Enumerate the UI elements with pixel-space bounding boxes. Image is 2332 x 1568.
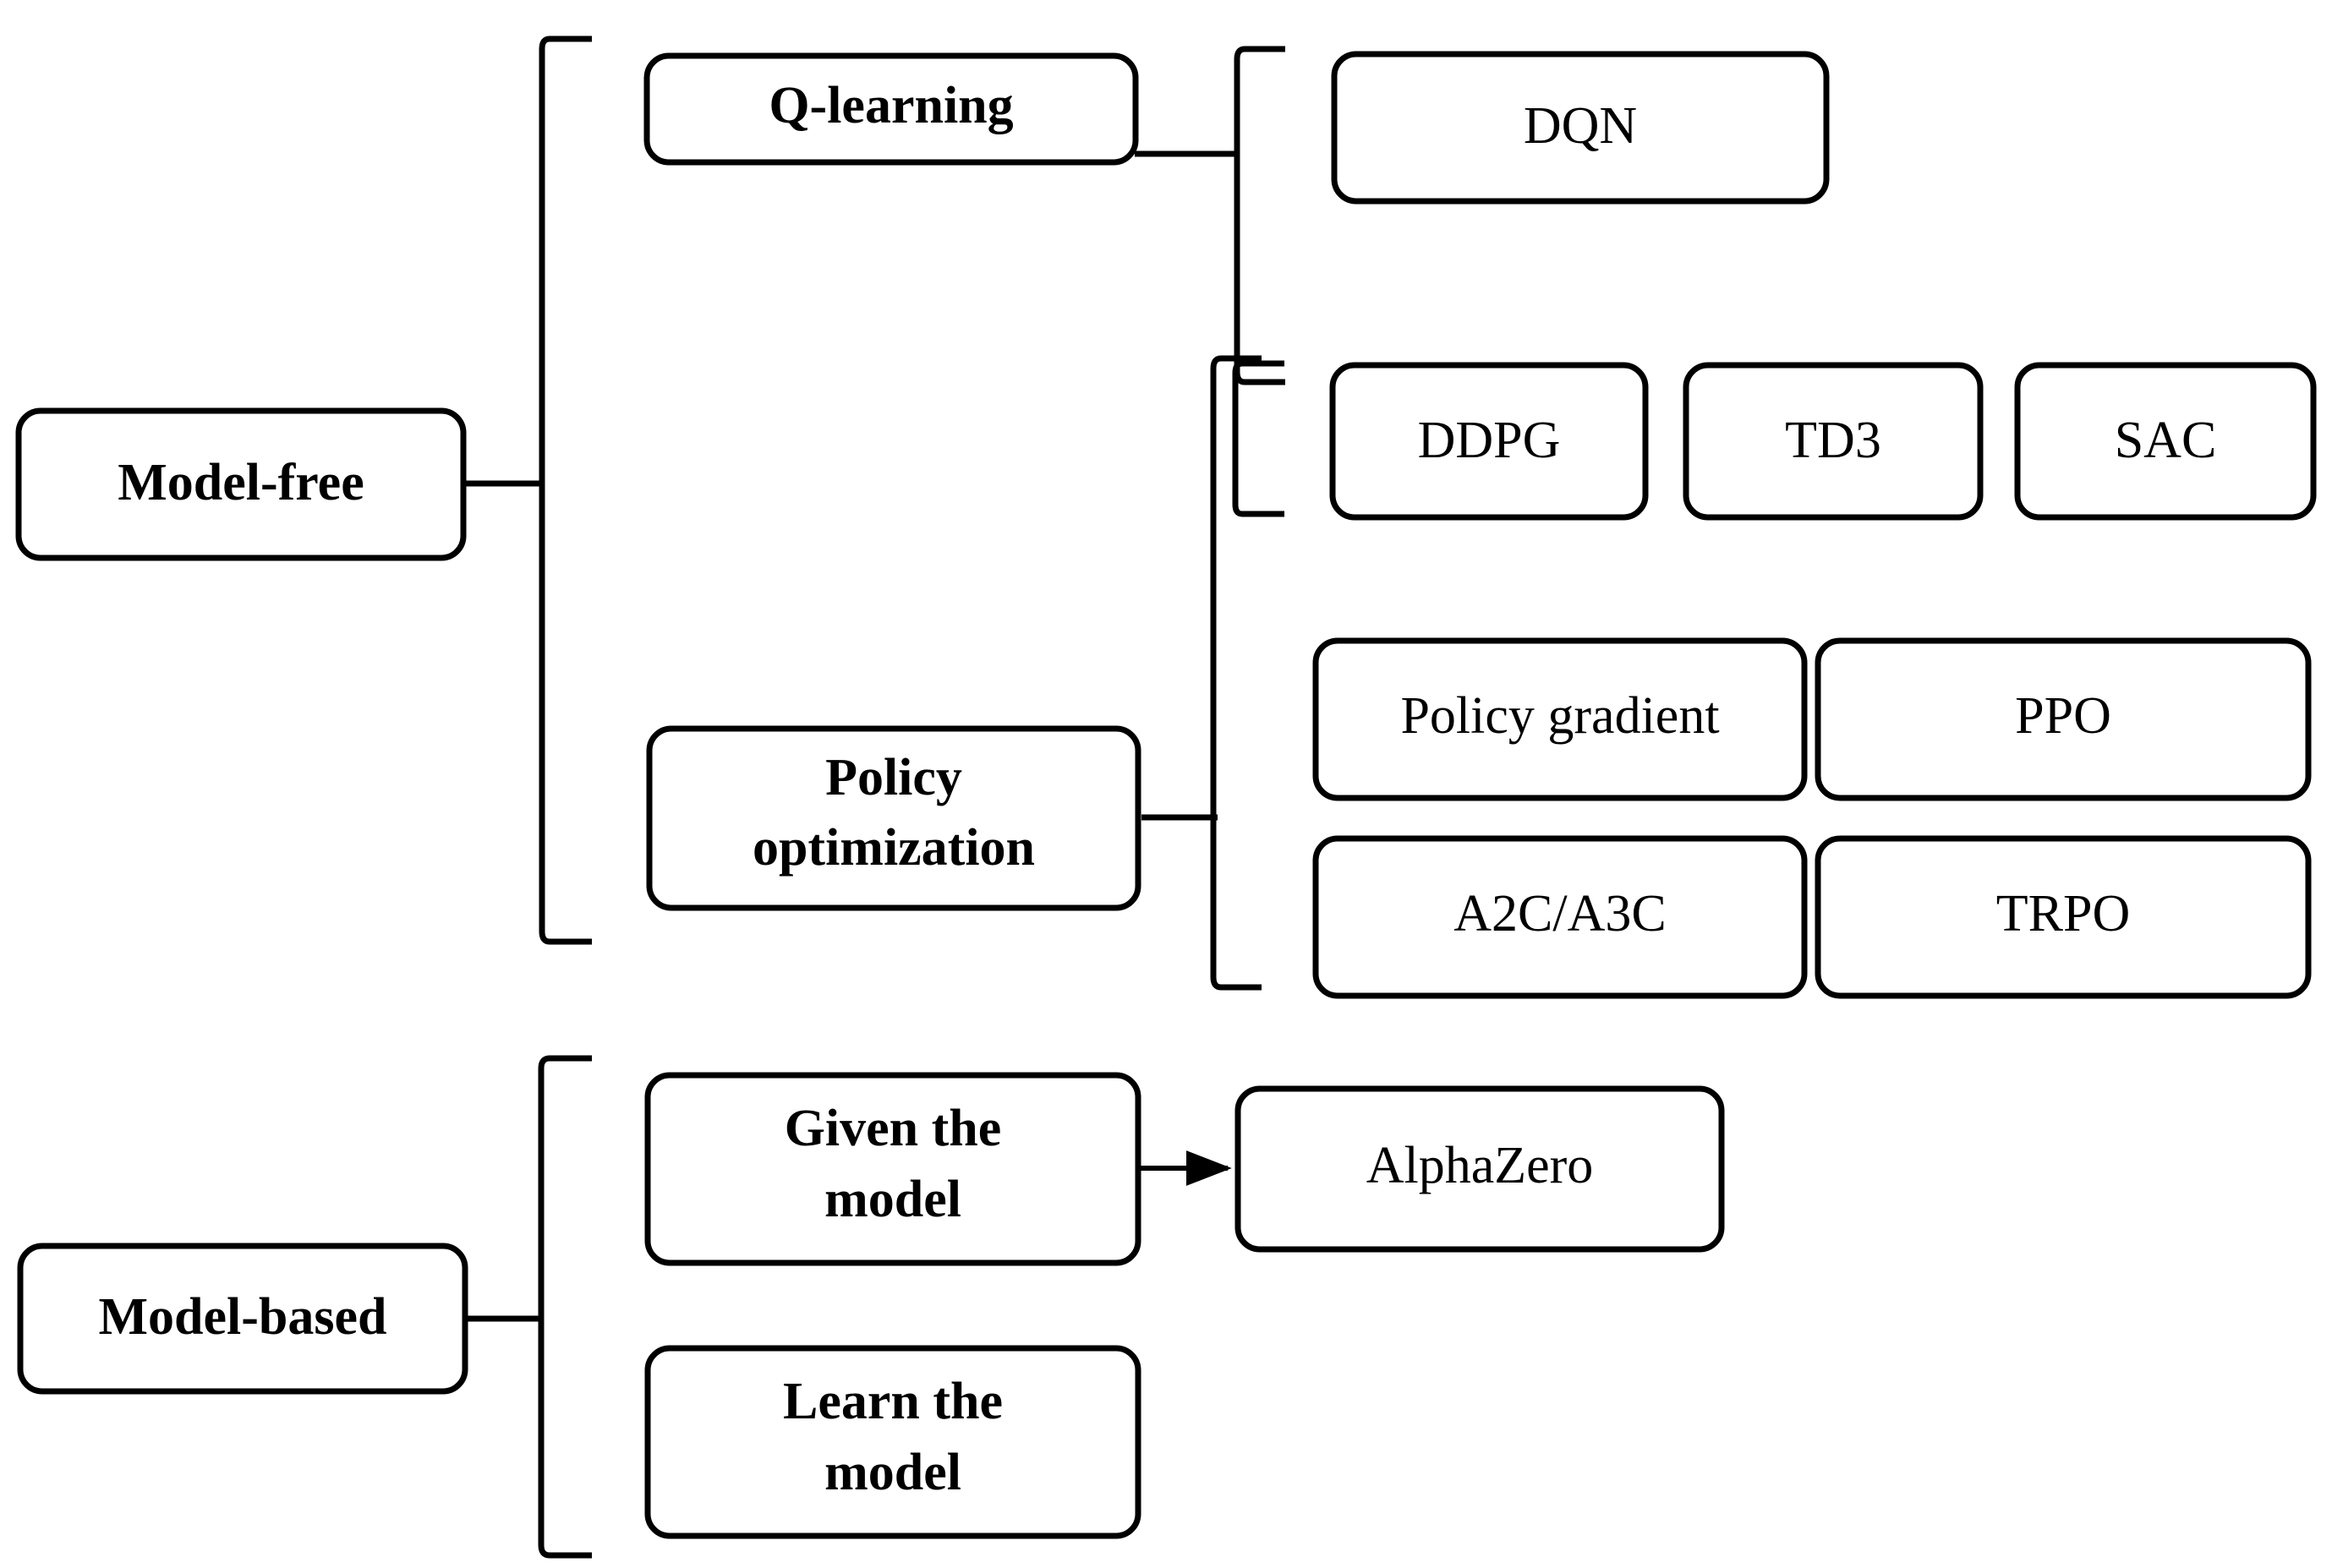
node-trpo-box <box>1815 835 2312 999</box>
node-learn-the-model-label-line1: Learn the <box>783 1373 1003 1430</box>
node-ddpg-label: DDPG <box>1418 412 1561 469</box>
node-q-learning-box <box>643 52 1139 166</box>
node-model-based-label: Model-based <box>99 1288 387 1346</box>
node-policy-optimization-label-line1: Policy <box>825 749 962 806</box>
node-a2c-a3c-label: A2C/A3C <box>1453 885 1666 942</box>
node-model-free-box <box>15 407 467 561</box>
node-alphazero-label: AlphaZero <box>1366 1137 1594 1194</box>
node-q-learning[interactable]: Q-learning <box>643 52 1139 166</box>
node-ppo-label: PPO <box>2015 687 2111 745</box>
node-td3[interactable]: TD3 <box>1683 362 1984 521</box>
node-sac-label: SAC <box>2115 412 2217 469</box>
node-model-based[interactable]: Model-based <box>17 1243 468 1395</box>
node-policy-gradient-box <box>1312 637 1808 801</box>
node-policy-optimization-box <box>646 725 1141 911</box>
node-policy-optimization-label-line2: optimization <box>753 819 1035 877</box>
node-ddpg[interactable]: DDPG <box>1329 362 1649 521</box>
node-td3-box <box>1683 362 1984 521</box>
node-model-free-label: Model-free <box>118 454 364 511</box>
edge-continuous-control-bracket <box>1232 360 1284 517</box>
node-policy-gradient-label: Policy gradient <box>1400 687 1719 745</box>
node-policy-optimization[interactable]: Policy optimization <box>646 725 1141 911</box>
node-ddpg-box <box>1329 362 1649 521</box>
edge-policy-opt-bracket <box>1210 355 1262 991</box>
node-given-the-model[interactable]: Given the model <box>644 1072 1141 1266</box>
node-learn-the-model[interactable]: Learn the model <box>644 1345 1141 1539</box>
node-given-the-model-box <box>644 1072 1141 1266</box>
node-dqn-box <box>1331 51 1830 205</box>
node-a2c-a3c[interactable]: A2C/A3C <box>1312 835 1808 999</box>
node-ppo-box <box>1815 637 2312 801</box>
node-td3-label: TD3 <box>1785 412 1881 469</box>
node-q-learning-label: Q-learning <box>769 77 1013 134</box>
node-sac-box <box>2014 362 2317 521</box>
node-alphazero[interactable]: AlphaZero <box>1234 1085 1725 1253</box>
node-learn-the-model-box <box>644 1345 1141 1539</box>
node-trpo-label: TRPO <box>1996 885 2130 942</box>
node-policy-gradient[interactable]: Policy gradient <box>1312 637 1808 801</box>
edge-model-free-bracket <box>539 36 592 945</box>
node-dqn-label: DQN <box>1524 97 1637 155</box>
edge-model-based-bracket <box>538 1055 592 1559</box>
node-alphazero-box <box>1234 1085 1725 1253</box>
node-dqn[interactable]: DQN <box>1331 51 1830 205</box>
node-ppo[interactable]: PPO <box>1815 637 2312 801</box>
node-model-based-box <box>17 1243 468 1395</box>
node-trpo[interactable]: TRPO <box>1815 835 2312 999</box>
node-model-free[interactable]: Model-free <box>15 407 467 561</box>
node-sac[interactable]: SAC <box>2014 362 2317 521</box>
node-given-the-model-label-line2: model <box>824 1171 961 1228</box>
edge-q-learning-bracket <box>1234 46 1285 385</box>
node-learn-the-model-label-line2: model <box>824 1444 961 1501</box>
node-a2c-a3c-box <box>1312 835 1808 999</box>
node-given-the-model-label-line1: Given the <box>785 1100 1002 1157</box>
